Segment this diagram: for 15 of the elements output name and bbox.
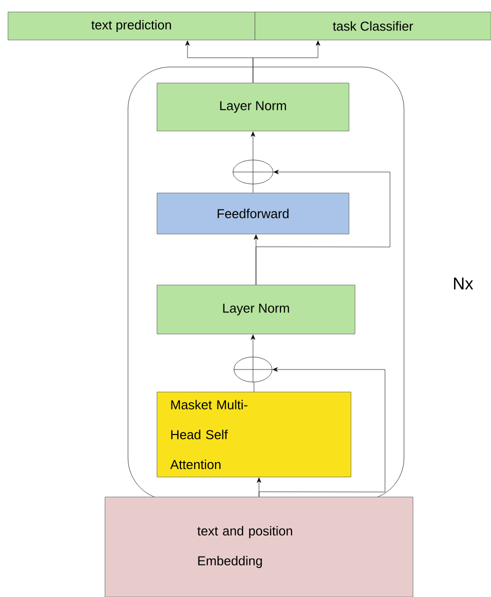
text-box: Layer Norm bbox=[156, 284, 356, 334]
text-box: text and position Embedding bbox=[104, 496, 414, 597]
arrow bbox=[250, 334, 256, 357]
arrow bbox=[250, 132, 256, 160]
arrow bbox=[254, 234, 258, 285]
sum-circle bbox=[234, 356, 272, 382]
arrow bbox=[252, 40, 320, 83]
text-box: Masket Multi-Head Self Attention bbox=[156, 392, 352, 478]
text-box: Layer Norm bbox=[156, 82, 350, 132]
text-box: task Classifier bbox=[254, 12, 491, 40]
repeat-label: Nx bbox=[454, 278, 474, 290]
sum-circle bbox=[232, 160, 274, 184]
text-box: Feedforward bbox=[156, 192, 350, 234]
text-box: text prediction bbox=[8, 12, 256, 40]
arrow bbox=[256, 478, 262, 497]
